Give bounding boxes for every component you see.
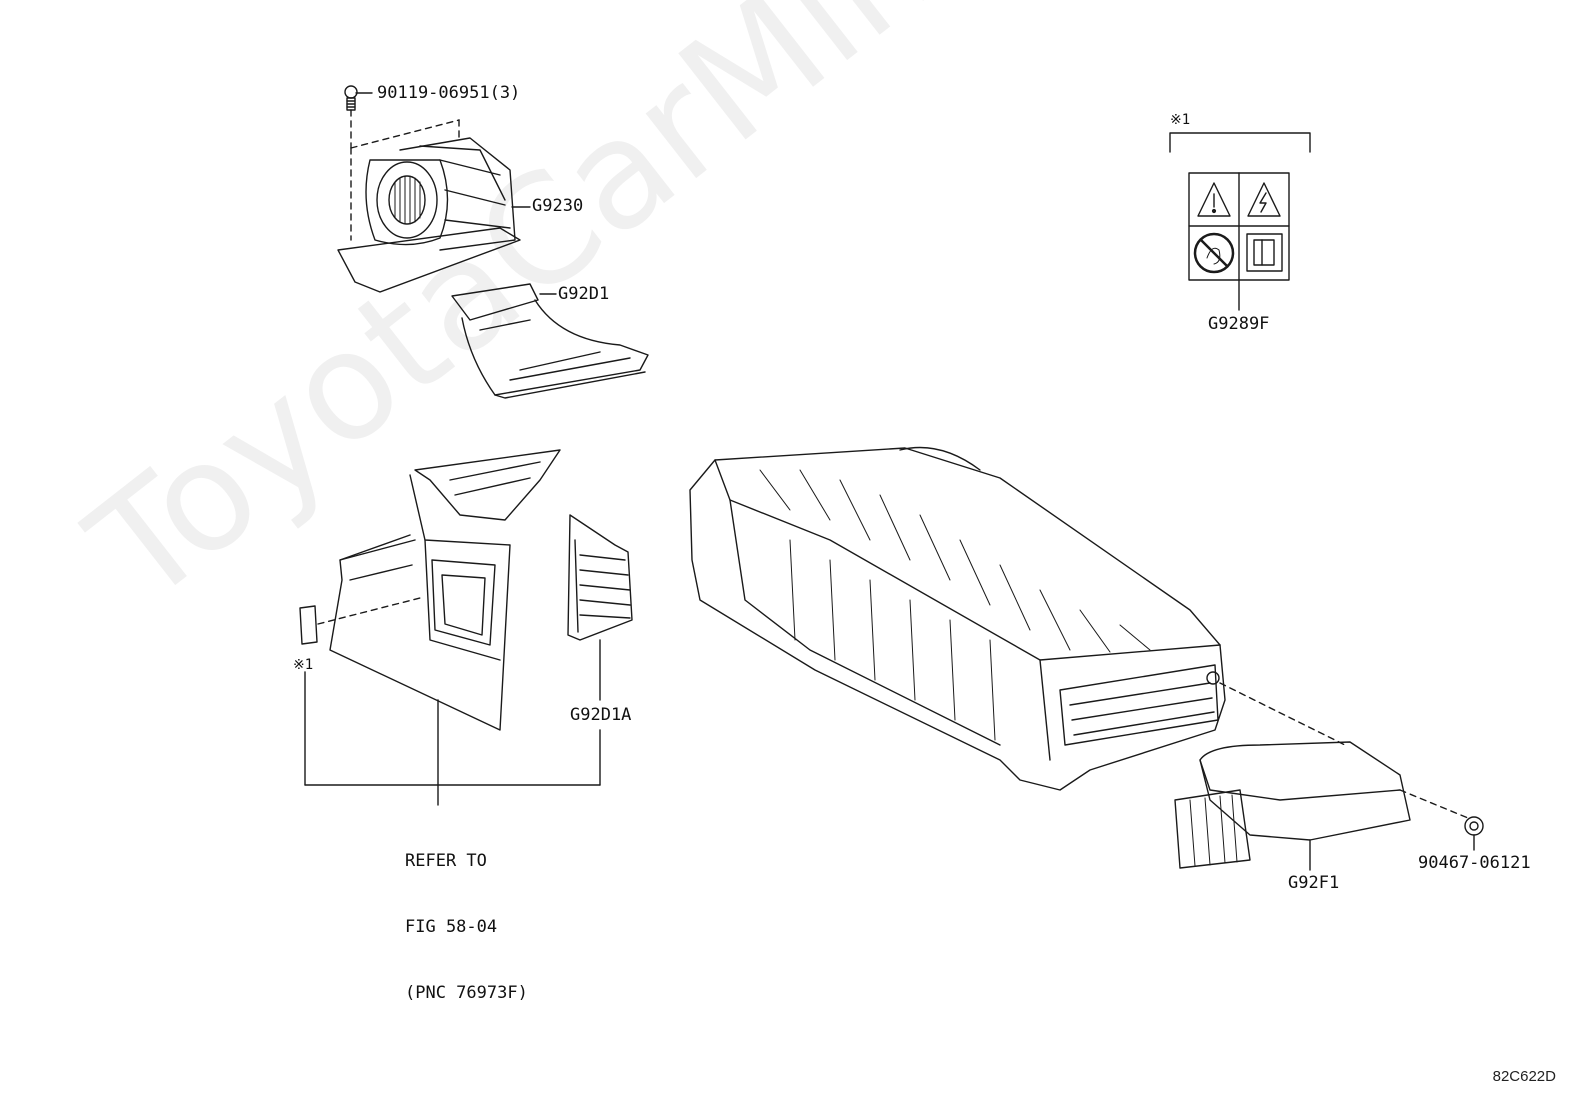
note-label-small bbox=[299, 605, 318, 645]
air-duct-part[interactable] bbox=[451, 283, 649, 399]
leader-dashed bbox=[1399, 789, 1469, 819]
reference-bracket bbox=[304, 639, 601, 806]
bolt-install-path bbox=[350, 109, 460, 241]
note-mark-left: ※1 bbox=[293, 657, 314, 673]
part-number-blower[interactable]: G9230 bbox=[532, 196, 584, 216]
part-number-caution-label[interactable]: G9289F bbox=[1208, 314, 1270, 334]
part-number-bolt[interactable]: 90119-06951(3) bbox=[377, 83, 521, 103]
part-number-duct-upper[interactable]: G92D1 bbox=[558, 284, 610, 304]
battery-cover-part[interactable] bbox=[1174, 741, 1411, 869]
part-number-cover[interactable]: G92F1 bbox=[1288, 873, 1340, 893]
note-mark-top: ※1 bbox=[1170, 112, 1191, 128]
reference-note: REFER TO FIG 58-04 (PNC 76973F) bbox=[405, 806, 528, 1048]
clip-part[interactable] bbox=[1464, 816, 1484, 836]
reference-line-2: FIG 58-04 bbox=[405, 917, 498, 937]
caution-label-part[interactable] bbox=[1188, 172, 1290, 281]
hybrid-battery-assembly[interactable] bbox=[689, 446, 1226, 791]
blower-assembly-part[interactable] bbox=[337, 137, 521, 293]
leader-dashed bbox=[1219, 682, 1346, 746]
part-number-duct-lower[interactable]: G92D1A bbox=[570, 705, 632, 725]
note-bracket bbox=[1169, 132, 1311, 153]
part-number-clip[interactable]: 90467-06121 bbox=[1418, 853, 1531, 873]
leader-dashed bbox=[317, 597, 421, 625]
reference-line-3: (PNC 76973F) bbox=[405, 983, 528, 1003]
side-panel-part[interactable] bbox=[329, 449, 561, 731]
lower-duct-part[interactable] bbox=[567, 514, 633, 641]
reference-line-1: REFER TO bbox=[405, 851, 487, 871]
illustration-id: 82C622D bbox=[1492, 1068, 1556, 1085]
bolt-part[interactable] bbox=[344, 85, 358, 111]
